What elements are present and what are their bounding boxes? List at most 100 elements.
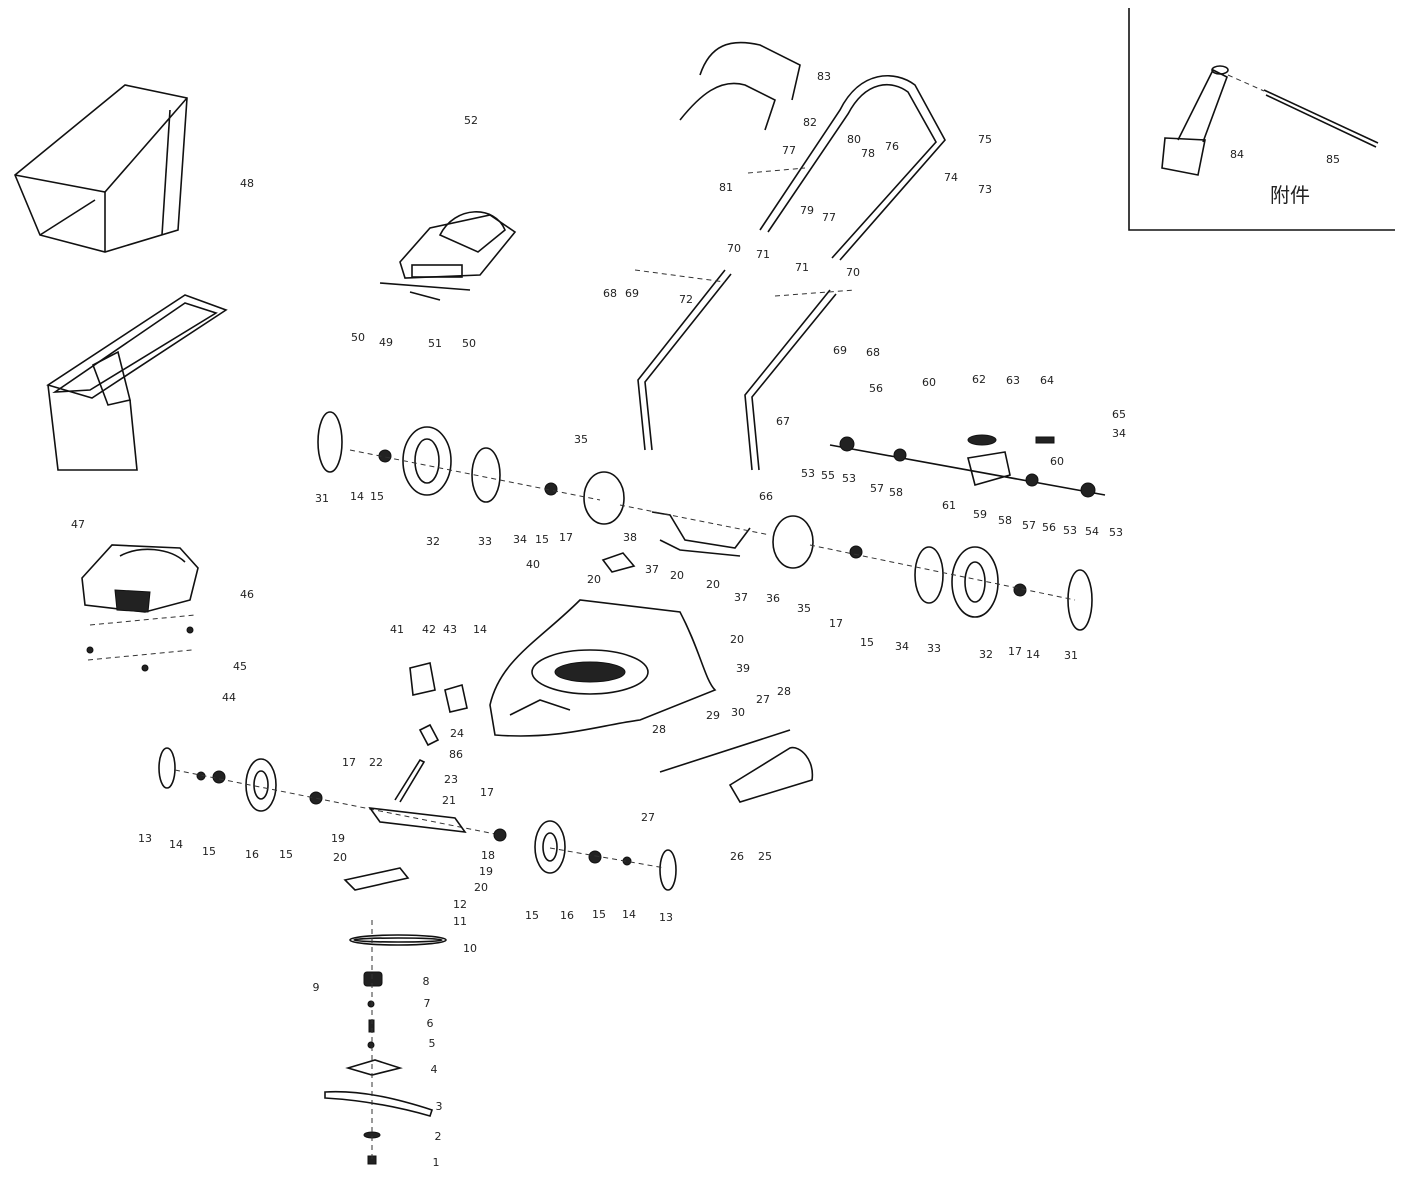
part-label-31: 31 [315,492,329,505]
part-label-63: 63 [1006,374,1020,387]
part-label-20: 20 [587,573,601,586]
part-label-71: 71 [795,261,809,274]
part-label-7: 7 [424,997,431,1010]
part-label-15: 15 [525,909,539,922]
part-label-37: 37 [734,591,748,604]
accessory-label: 附件 [1270,183,1310,207]
part-label-11: 11 [453,915,467,928]
part-label-21: 21 [442,794,456,807]
part-label-20: 20 [333,851,347,864]
accessory-inset: 附件 [1128,8,1395,231]
part-label-66: 66 [759,490,773,503]
part-label-62: 62 [972,373,986,386]
part-label-55: 55 [821,469,835,482]
part-label-40: 40 [526,558,540,571]
part-label-19: 19 [331,832,345,845]
part-label-22: 22 [369,756,383,769]
part-label-14: 14 [169,838,183,851]
part-label-3: 3 [436,1100,443,1113]
part-label-26: 26 [730,850,744,863]
part-label-57: 57 [870,482,884,495]
part-label-13: 13 [659,911,673,924]
part-label-83: 83 [817,70,831,83]
part-label-76: 76 [885,140,899,153]
part-label-75: 75 [978,133,992,146]
part-label-29: 29 [706,709,720,722]
part-label-81: 81 [719,181,733,194]
part-label-69: 69 [833,344,847,357]
part-label-70: 70 [727,242,741,255]
part-label-59: 59 [973,508,987,521]
part-label-36: 36 [766,592,780,605]
part-label-15: 15 [860,636,874,649]
part-label-24: 24 [450,727,464,740]
part-label-84: 84 [1230,148,1244,161]
part-label-5: 5 [429,1037,436,1050]
part-label-86: 86 [449,748,463,761]
front-axle-drawing [343,662,468,891]
part-label-56: 56 [869,382,883,395]
part-label-2: 2 [435,1130,442,1143]
part-label-67: 67 [776,415,790,428]
part-label-6: 6 [427,1017,434,1030]
part-label-12: 12 [453,898,467,911]
part-39-deck-drawing [489,599,717,737]
part-84-wrench-drawing [1161,65,1229,176]
part-label-44: 44 [222,691,236,704]
part-label-72: 72 [679,293,693,306]
part-label-73: 73 [978,183,992,196]
part-label-80: 80 [847,133,861,146]
part-label-58: 58 [998,514,1012,527]
front-wheels-drawing [158,747,677,891]
part-label-41: 41 [390,623,404,636]
part-label-34: 34 [895,640,909,653]
part-label-20: 20 [706,578,720,591]
part-label-16: 16 [245,848,259,861]
part-label-53: 53 [1063,524,1077,537]
part-label-33: 33 [927,642,941,655]
part-label-78: 78 [861,147,875,160]
part-label-27: 27 [641,811,655,824]
part-label-34: 34 [513,533,527,546]
part-label-17: 17 [1008,645,1022,658]
part-label-82: 82 [803,116,817,129]
part-26-rear-flap-drawing [659,729,814,803]
part-label-58: 58 [889,486,903,499]
part-label-60: 60 [922,376,936,389]
part-label-71: 71 [756,248,770,261]
part-label-32: 32 [979,648,993,661]
part-label-35: 35 [797,602,811,615]
part-label-37: 37 [645,563,659,576]
part-label-53: 53 [842,472,856,485]
part-label-46: 46 [240,588,254,601]
part-label-28: 28 [652,723,666,736]
part-label-23: 23 [444,773,458,786]
part-label-52: 52 [464,114,478,127]
part-label-42: 42 [422,623,436,636]
part-label-65: 65 [1112,408,1126,421]
part-label-70: 70 [846,266,860,279]
part-label-25: 25 [758,850,772,863]
part-label-17: 17 [342,756,356,769]
part-label-30: 30 [731,706,745,719]
gearbox-drawing [829,434,1106,498]
part-label-48: 48 [240,177,254,190]
part-label-43: 43 [443,623,457,636]
part-label-15: 15 [592,908,606,921]
part-label-64: 64 [1040,374,1054,387]
part-label-15: 15 [370,490,384,503]
part-48-grass-bag-drawing [14,84,188,253]
part-label-20: 20 [474,881,488,894]
rear-wheel-left-drawing [317,411,625,525]
part-52-cover-drawing [379,211,517,301]
part-85-rod-drawing [1263,89,1379,148]
part-label-35: 35 [574,433,588,446]
part-label-77: 77 [822,211,836,224]
part-label-14: 14 [622,908,636,921]
part-label-50: 50 [462,337,476,350]
part-label-17: 17 [829,617,843,630]
part-label-27: 27 [756,693,770,706]
part-label-20: 20 [730,633,744,646]
part-label-28: 28 [777,685,791,698]
